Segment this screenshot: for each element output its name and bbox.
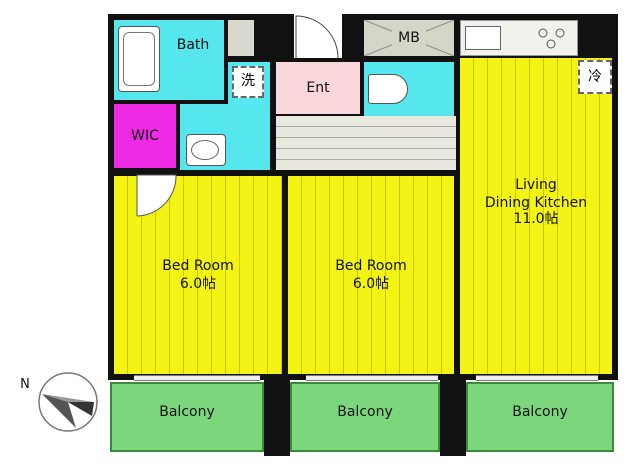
toilet [368,74,408,104]
bedroom-1-name: Bed Room [162,258,234,274]
entrance-door-gap [294,14,342,58]
storage-closet [228,20,254,56]
balcony-3-label: Balcony [512,404,568,420]
window-sill-3 [476,375,598,381]
meter-box-label: MB [392,29,426,47]
wic-label: WIC [131,128,159,144]
bath-label: Bath [176,37,210,53]
balcony-3 [466,382,614,452]
ldk-room [460,58,612,374]
balcony-1-label: Balcony [159,404,215,420]
stove [538,28,565,49]
window-sill-2 [306,375,438,381]
balcony-pillar-1 [264,380,290,456]
bedroom-1-size: 6.0帖 [179,276,217,292]
washer-space: 洗 [232,66,264,98]
bedroom-2-size: 6.0帖 [352,276,390,292]
bathtub-inner [123,32,155,86]
entrance [276,62,360,114]
bedroom-2-name: Bed Room [335,258,407,274]
balcony-pillar-2 [440,380,466,456]
washer-label: 洗 [241,73,255,89]
washbasin-bowl [191,140,219,160]
fridge-label: 冷 [588,69,602,85]
ldk-name: Living Dining Kitchen [484,177,588,211]
bedroom-2 [288,176,454,374]
balcony-2-label: Balcony [337,404,393,420]
hallway [276,116,456,170]
compass-label: N [20,377,30,392]
fridge-space: 冷 [578,60,612,94]
compass-icon [38,372,98,432]
walk-in-closet [114,104,176,168]
balcony-2 [290,382,440,452]
entrance-door-swing [295,15,339,59]
ldk-size: 11.0帖 [513,211,559,227]
window-sill-1 [134,375,260,381]
entrance-label: Ent [306,80,330,96]
balcony-1 [110,382,264,452]
bedroom-1-door-swing [136,174,177,217]
kitchen-sink [465,26,501,50]
